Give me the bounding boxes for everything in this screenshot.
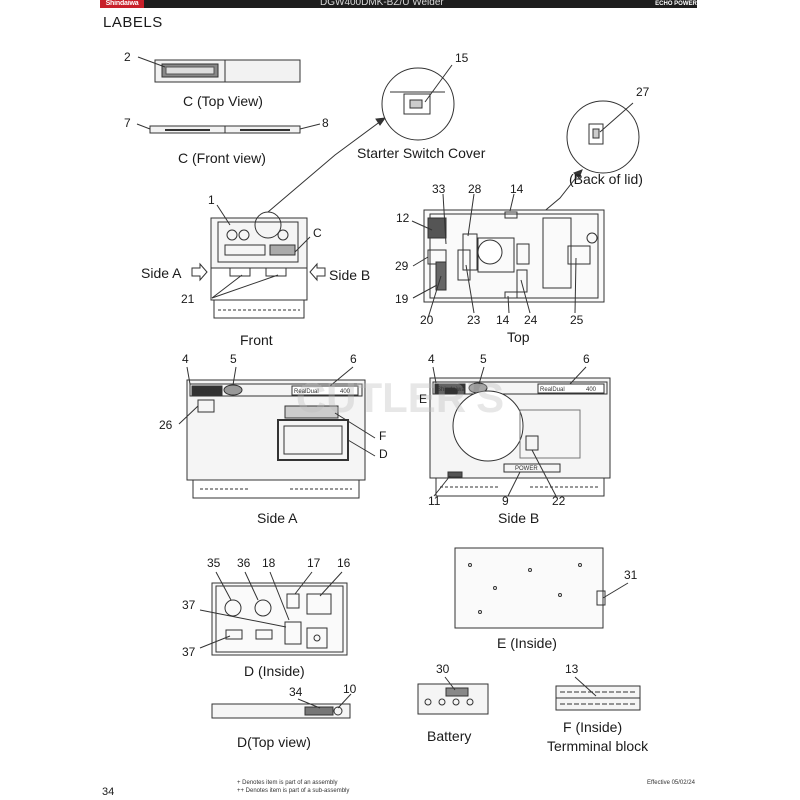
section-title: LABELS (103, 14, 163, 31)
callout-19: 19 (395, 292, 409, 306)
callout-34: 34 (289, 685, 303, 699)
callout-31: 31 (624, 568, 638, 582)
callout-7: 7 (124, 116, 131, 130)
c-front-view-figure (149, 125, 301, 134)
brand-logo: Shindaiwa (100, 0, 144, 8)
caption-battery: Battery (427, 728, 471, 744)
back-of-lid-figure (566, 100, 640, 174)
callout-d: D (379, 447, 388, 461)
callout-13: 13 (565, 662, 579, 676)
callout-1: 1 (208, 193, 215, 207)
callout-22: 22 (552, 494, 566, 508)
page-header-bar (100, 0, 697, 8)
echo-power-logo: ECHO POWER (655, 1, 697, 7)
caption-top: Top (507, 329, 530, 345)
watermark: CUTLER'S (296, 374, 504, 421)
starter-switch-cover-figure (381, 67, 455, 141)
callout-16: 16 (337, 556, 351, 570)
caption-front: Front (240, 332, 273, 348)
callout-26: 26 (159, 418, 173, 432)
terminal-block-figure (555, 685, 641, 711)
caption-c-top-view: C (Top View) (183, 93, 263, 109)
callout-5-side-b: 5 (480, 352, 487, 366)
caption-d-inside: D (Inside) (244, 663, 305, 679)
callout-21: 21 (181, 292, 195, 306)
c-top-view-figure (154, 59, 301, 83)
callout-8: 8 (322, 116, 329, 130)
footer-effective-date: Effective 05/02/24 (647, 780, 695, 786)
brand-label-side-a: Shindaiwa (194, 389, 222, 395)
d-inside-figure (211, 582, 348, 656)
callout-5-side-a: 5 (230, 352, 237, 366)
model-number-side-b: 400 (586, 387, 597, 393)
callout-14-top: 14 (510, 182, 524, 196)
front-view-figure (210, 211, 308, 319)
side-b-figure (429, 377, 611, 497)
model-label-side-b: RealDual (540, 387, 565, 393)
caption-side-a-arrow: Side A (141, 265, 182, 281)
footer-note-sub-assembly: ++ Denotes item is part of a sub-assembl… (237, 788, 350, 794)
footer-note-assembly: + Denotes item is part of an assembly (237, 780, 338, 786)
callout-35: 35 (207, 556, 221, 570)
callout-18: 18 (262, 556, 276, 570)
callout-10: 10 (343, 682, 357, 696)
caption-side-a: Side A (257, 510, 298, 526)
callout-28: 28 (468, 182, 482, 196)
callout-17: 17 (307, 556, 321, 570)
battery-figure (417, 683, 489, 715)
d-top-view-figure (211, 703, 351, 719)
caption-side-b: Side B (498, 510, 539, 526)
callout-23: 23 (467, 313, 481, 327)
callout-2: 2 (124, 50, 131, 64)
callout-6-side-b: 6 (583, 352, 590, 366)
callout-30: 30 (436, 662, 450, 676)
callout-37-lower: 37 (182, 645, 196, 659)
callout-6-side-a: 6 (350, 352, 357, 366)
callout-15: 15 (455, 51, 469, 65)
top-view-figure (423, 209, 605, 303)
callout-37-upper: 37 (182, 598, 196, 612)
callout-e: E (419, 392, 427, 406)
caption-c-front-view: C (Front view) (178, 150, 266, 166)
e-inside-figure (454, 547, 606, 629)
side-a-figure (186, 379, 366, 499)
callout-c: C (313, 226, 322, 240)
callout-12: 12 (396, 211, 410, 225)
callout-4-side-b: 4 (428, 352, 435, 366)
caption-starter-switch-cover: Starter Switch Cover (357, 145, 486, 161)
caption-e-inside: E (Inside) (497, 635, 557, 651)
brand-label-side-b: Shindaiwa (437, 387, 465, 393)
caption-terminal-block: Termminal block (547, 738, 649, 754)
callout-9: 9 (502, 494, 509, 508)
callout-29: 29 (395, 259, 409, 273)
callout-f: F (379, 429, 386, 443)
power-plate-label: POWER (515, 466, 538, 472)
caption-f-inside: F (Inside) (563, 719, 622, 735)
page-number: 34 (102, 786, 115, 798)
callout-24: 24 (524, 313, 538, 327)
model-label-side-a: RealDual (294, 389, 319, 395)
callout-4-side-a: 4 (182, 352, 189, 366)
caption-side-b-arrow: Side B (329, 267, 370, 283)
callout-36: 36 (237, 556, 251, 570)
caption-d-top-view: D(Top view) (237, 734, 311, 750)
callout-20: 20 (420, 313, 434, 327)
callout-33: 33 (432, 182, 446, 196)
header-title: DGW400DMK-BZ/U Welder (320, 0, 444, 8)
callout-27: 27 (636, 85, 650, 99)
caption-back-of-lid: (Back of lid) (569, 171, 643, 187)
callout-25: 25 (570, 313, 584, 327)
callout-11: 11 (428, 494, 441, 508)
callout-14-bottom: 14 (496, 313, 510, 327)
model-number-side-a: 400 (340, 389, 351, 395)
